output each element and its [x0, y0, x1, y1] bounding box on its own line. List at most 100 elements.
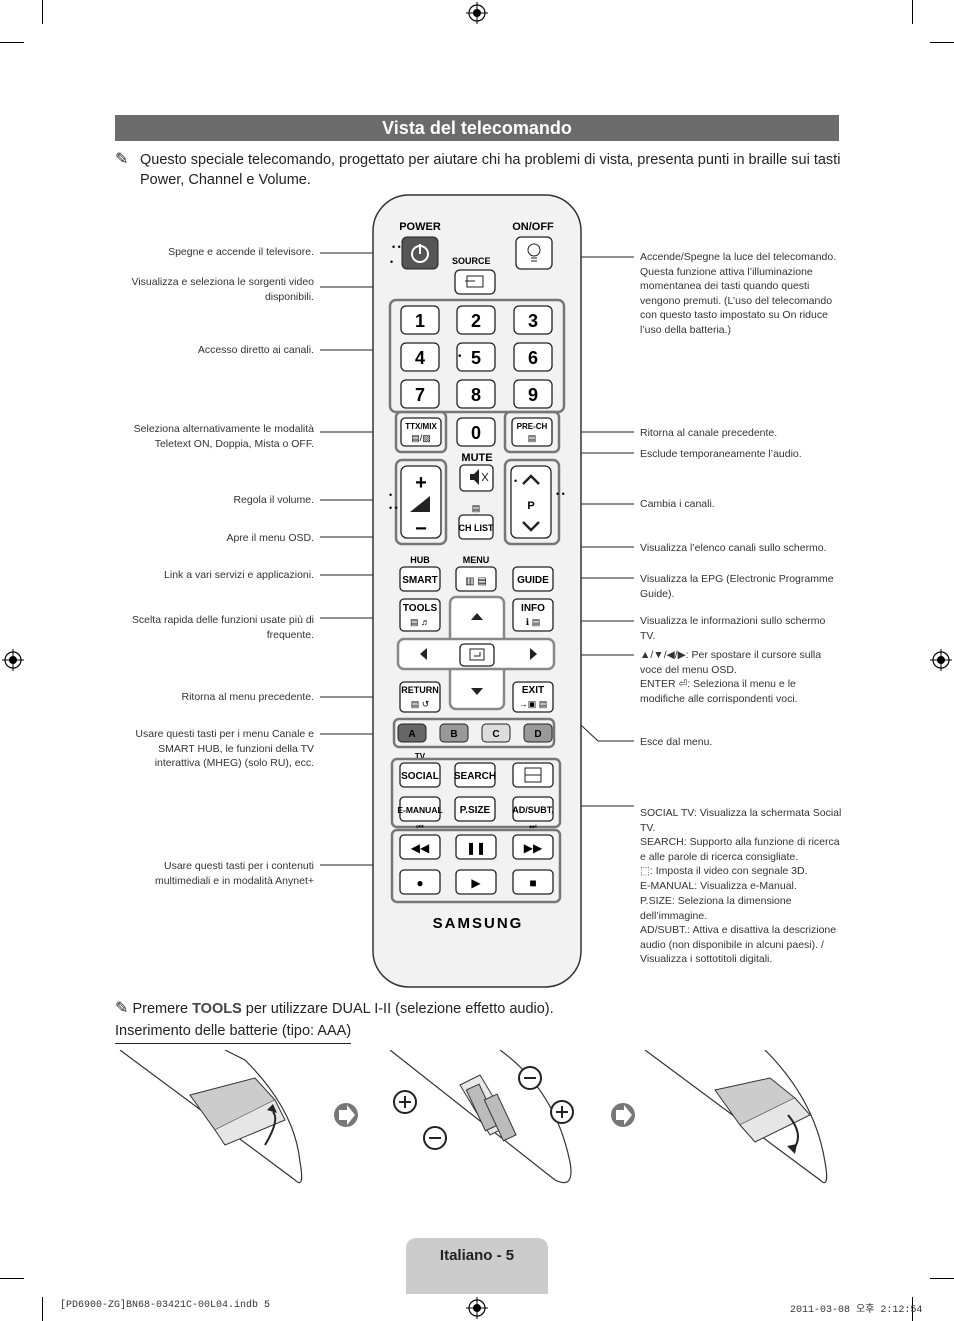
svg-text:• •: • • [392, 242, 401, 252]
svg-text:▤: ▤ [472, 503, 481, 513]
tv-label: TV [415, 752, 426, 761]
digit-button-7[interactable]: 7 [400, 379, 440, 409]
label-source: Visualizza e seleziona le sorgenti video… [131, 276, 315, 303]
battery-step-1-illustration [119, 1050, 303, 1184]
digit-button-1[interactable]: 1 [400, 305, 440, 335]
color-key-label: A [408, 729, 415, 740]
3d-button[interactable] [512, 762, 554, 788]
battery-step-2-illustration [389, 1050, 574, 1184]
svg-text:GUIDE: GUIDE [517, 575, 549, 586]
guide-button[interactable]: GUIDE [512, 566, 554, 592]
play-button[interactable]: ▶ [455, 869, 497, 895]
arrow-right-icon [611, 1103, 635, 1127]
channel-rocker[interactable]: P [510, 465, 552, 539]
mute-label: MUTE [461, 452, 492, 464]
smart-button[interactable]: SMART [399, 566, 441, 592]
svg-text:▥ ▤: ▥ ▤ [465, 576, 487, 587]
label-onoff: Accende/Spegne la luce del telecomando. … [640, 251, 837, 336]
digit-button-3[interactable]: 3 [513, 305, 553, 335]
svg-text:▤ ♬: ▤ ♬ [410, 617, 430, 627]
registration-mark-icon [2, 649, 24, 671]
battery-section-title: Inserimento delle batterie (tipo: AAA) [115, 1023, 352, 1044]
digit-button-9[interactable]: 9 [513, 379, 553, 409]
digit-label: 5 [471, 348, 481, 368]
chlist-button[interactable]: CH LIST [458, 514, 495, 540]
svg-text:▤/▨: ▤/▨ [411, 433, 431, 443]
label-volume: Regola il volume. [233, 494, 314, 506]
arrow-right-icon [334, 1103, 358, 1127]
return-button[interactable]: RETURN ▤ ↺ [399, 681, 441, 713]
digit-button-0[interactable]: 0 [456, 417, 496, 447]
stop-button[interactable]: ■ [512, 869, 554, 895]
color-key-a[interactable]: A [397, 723, 427, 743]
exit-button[interactable]: EXIT →▣ ▤ [512, 681, 554, 713]
svg-text:⏭: ⏭ [529, 822, 536, 831]
svg-text:EXIT: EXIT [522, 685, 544, 696]
label-psize: P.SIZE: Seleziona la dimensione dell’imm… [640, 895, 792, 922]
color-key-c[interactable]: C [481, 723, 511, 743]
digit-label: 3 [528, 311, 538, 331]
stop-icon: ■ [529, 876, 536, 890]
svg-text:E-MANUAL: E-MANUAL [397, 805, 442, 815]
samsung-logo: SAMSUNG [433, 915, 524, 932]
crop-mark [0, 1278, 24, 1279]
info-button[interactable]: INFO ℹ ▤ [512, 598, 554, 632]
battery-illustrations [119, 1050, 828, 1184]
label-chlist: Visualizza l’elenco canali sullo schermo… [640, 542, 827, 554]
battery-step-3-illustration [644, 1050, 828, 1184]
search-button[interactable]: SEARCH [454, 762, 496, 788]
ttx-mix-button[interactable]: TTX/MIX ▤/▨ [400, 417, 442, 447]
label-search: SEARCH: Supporto alla funzione di ricerc… [640, 836, 840, 863]
color-key-label: B [450, 729, 457, 740]
color-key-label: C [492, 729, 499, 740]
digit-label: 9 [528, 385, 538, 405]
svg-text:ℹ ▤: ℹ ▤ [526, 617, 540, 627]
rewind-button[interactable]: ◀◀ [399, 834, 441, 860]
adsubt-button[interactable]: AD/SUBT. [512, 796, 554, 822]
svg-text:INFO: INFO [521, 603, 545, 614]
pause-button[interactable]: ❚❚ [455, 834, 497, 860]
digit-label: 8 [471, 385, 481, 405]
tools-button[interactable]: TOOLS ▤ ♬ [399, 598, 441, 632]
fast-forward-icon: ▶▶ [524, 841, 543, 855]
digit-label: 0 [471, 423, 481, 443]
menu-button[interactable]: ▥ ▤ [455, 566, 497, 592]
crop-mark [0, 42, 24, 43]
power-button[interactable] [401, 236, 439, 270]
digit-button-8[interactable]: 8 [456, 379, 496, 409]
digit-button-6[interactable]: 6 [513, 342, 553, 372]
registration-mark-icon [466, 2, 488, 24]
emanual-button[interactable]: E-MANUAL [397, 796, 443, 822]
social-button[interactable]: SOCIAL [399, 762, 441, 788]
psize-button[interactable]: P.SIZE [454, 796, 496, 822]
svg-text:TTX/MIX: TTX/MIX [405, 422, 437, 431]
color-key-d[interactable]: D [523, 723, 553, 743]
source-button[interactable] [454, 269, 496, 295]
label-info: Visualizza le informazioni sullo schermo… [640, 615, 826, 642]
svg-text:▤: ▤ [528, 433, 537, 443]
onoff-button[interactable] [515, 236, 553, 270]
registration-mark-icon [466, 1297, 488, 1319]
svg-text:AD/SUBT.: AD/SUBT. [512, 805, 554, 815]
digit-button-4[interactable]: 4 [400, 342, 440, 372]
volume-rocker[interactable]: + − [400, 465, 442, 540]
label-enter: ENTER ⏎: Seleziona il menu e le modifich… [640, 678, 798, 705]
svg-text:•: • [514, 476, 517, 486]
record-button[interactable]: ● [399, 869, 441, 895]
digit-button-5[interactable]: 5 [456, 342, 496, 372]
prech-button[interactable]: PRE-CH ▤ [511, 417, 553, 447]
svg-text:RETURN: RETURN [401, 685, 439, 695]
mute-button[interactable] [459, 464, 494, 492]
digit-button-2[interactable]: 2 [456, 305, 496, 335]
label-media-keys: Usare questi tasti per i contenuti multi… [154, 860, 314, 887]
label-guide: Visualizza la EPG (Electronic Programme … [640, 573, 834, 600]
enter-button[interactable] [459, 643, 495, 667]
crop-mark [930, 42, 954, 43]
color-key-b[interactable]: B [439, 723, 469, 743]
label-return: Ritorna al menu precedente. [181, 691, 315, 703]
svg-text:PRE-CH: PRE-CH [517, 422, 548, 431]
fast-forward-button[interactable]: ▶▶ [512, 834, 554, 860]
svg-text:SOCIAL: SOCIAL [401, 771, 439, 782]
crop-mark [912, 1297, 913, 1321]
